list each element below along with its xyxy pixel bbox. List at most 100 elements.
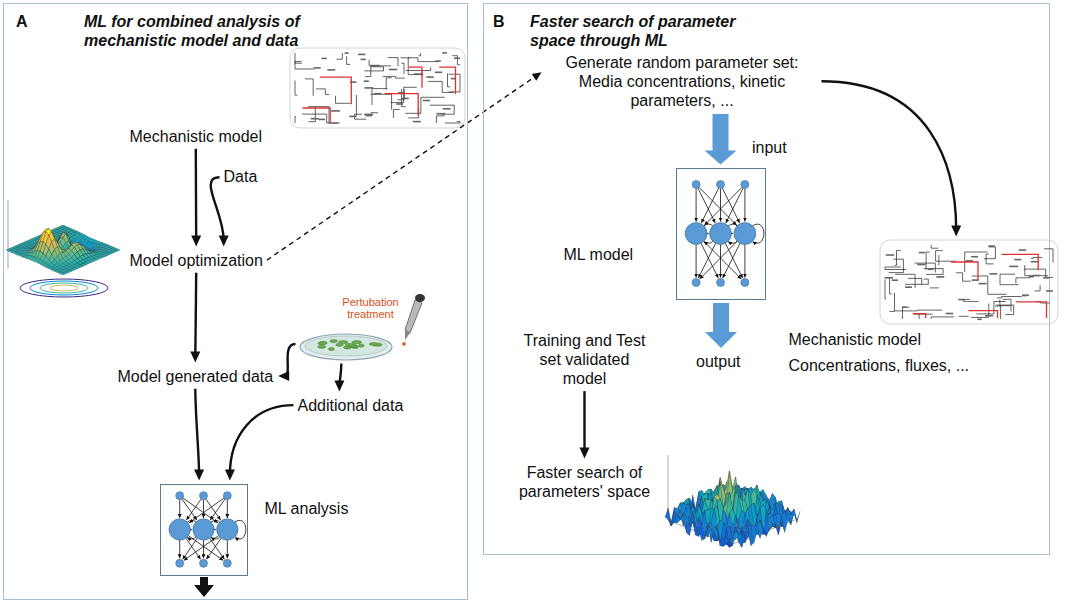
metabolite-mark bbox=[1028, 275, 1033, 277]
network-link bbox=[179, 540, 180, 558]
metabolite-mark bbox=[345, 52, 349, 54]
hidden-neuron bbox=[216, 518, 237, 539]
cell-colony bbox=[317, 345, 325, 348]
metabolite-mark bbox=[988, 245, 995, 247]
node-text: Pertubation treatment bbox=[338, 296, 404, 321]
network-link bbox=[206, 538, 221, 559]
input-neuron bbox=[716, 180, 724, 188]
pathway-line bbox=[905, 279, 928, 284]
metabolite-mark bbox=[454, 57, 460, 59]
pathway-line bbox=[971, 276, 1006, 294]
output-neuron bbox=[692, 278, 700, 286]
dropper-tube bbox=[405, 300, 422, 333]
connector bbox=[267, 72, 542, 260]
metabolite-mark bbox=[1022, 294, 1029, 296]
metabolite-mark bbox=[435, 60, 441, 62]
cell-colony bbox=[369, 342, 377, 345]
arrow-line bbox=[284, 344, 295, 376]
pathway-line bbox=[295, 117, 296, 123]
network-link bbox=[203, 540, 204, 558]
mechanistic-model-node: Mechanistic modelConcentrations, fluxes,… bbox=[785, 240, 1062, 385]
pathway-line bbox=[430, 105, 455, 114]
network-link bbox=[226, 540, 227, 558]
network-link bbox=[744, 244, 745, 277]
connector bbox=[822, 81, 962, 236]
pathway-line bbox=[914, 263, 935, 272]
highlighted-pathway bbox=[1001, 254, 1038, 270]
optimization-surface bbox=[6, 200, 120, 297]
cell-colony bbox=[358, 344, 364, 347]
arrowhead bbox=[194, 470, 204, 481]
metabolite-mark bbox=[451, 78, 455, 80]
input-neuron bbox=[692, 180, 700, 188]
process-label: Data bbox=[222, 166, 260, 187]
network-link bbox=[203, 499, 204, 517]
network-link bbox=[744, 188, 745, 221]
pathway-line bbox=[449, 74, 460, 92]
pathway-line bbox=[926, 252, 930, 269]
ml-network-box: ML analysis bbox=[160, 484, 248, 576]
metabolite-mark bbox=[989, 273, 997, 275]
network-link bbox=[185, 538, 200, 559]
connector bbox=[580, 391, 590, 458]
metabolite-mark bbox=[905, 286, 912, 288]
pathway-line bbox=[347, 56, 351, 64]
metabolite-mark bbox=[314, 67, 321, 69]
node-text: Mechanistic model bbox=[130, 127, 263, 146]
metabolite-mark bbox=[349, 116, 357, 118]
arrowhead bbox=[225, 470, 235, 481]
pathway-line bbox=[408, 108, 418, 118]
node-text: Faster search of parameters' space bbox=[517, 463, 653, 501]
pathway-line bbox=[1024, 265, 1047, 276]
metabolite-mark bbox=[927, 268, 933, 270]
pathway-line bbox=[956, 272, 971, 280]
network-link bbox=[697, 188, 714, 223]
arrow-label: output bbox=[696, 352, 740, 371]
panel: BFaster search of parameter space throug… bbox=[483, 3, 1050, 555]
pathway-line bbox=[369, 60, 380, 66]
input-neuron bbox=[223, 491, 231, 499]
arrow-line bbox=[822, 81, 957, 230]
highlighted-pathway bbox=[968, 310, 997, 317]
metabolite-mark bbox=[401, 98, 409, 100]
pathway-line bbox=[1000, 274, 1019, 285]
process-label: Generate random parameter set: Media con… bbox=[545, 52, 820, 112]
highlighted-pathway bbox=[1015, 301, 1046, 317]
connector bbox=[190, 273, 200, 363]
highlighted-pathway bbox=[409, 67, 423, 88]
node-text: Generate random parameter set: Media con… bbox=[547, 53, 818, 111]
metabolite-mark bbox=[364, 80, 369, 82]
arrowhead bbox=[334, 381, 344, 392]
pathway-line bbox=[445, 122, 460, 123]
cell-colony bbox=[351, 340, 361, 343]
metabolite-mark bbox=[884, 277, 893, 279]
network-frame bbox=[290, 48, 465, 128]
pathway-line bbox=[386, 78, 392, 90]
dropper-bulb bbox=[415, 294, 425, 302]
dish-rim bbox=[300, 334, 392, 360]
dashed-arrow-line bbox=[267, 76, 537, 260]
network-frame bbox=[880, 240, 1058, 324]
network-link bbox=[725, 188, 742, 223]
dish-medium bbox=[305, 336, 387, 356]
pathway-line bbox=[895, 274, 915, 288]
metabolite-mark bbox=[977, 318, 981, 320]
panel-heading: ML for combined analysis of mechanistic … bbox=[84, 12, 319, 50]
highlighted-pathway bbox=[912, 313, 925, 317]
metabolite-mark bbox=[945, 312, 952, 314]
surface-patch bbox=[729, 538, 735, 540]
ml-icon bbox=[161, 485, 249, 577]
highlighted-pathway bbox=[439, 67, 455, 94]
network-link bbox=[695, 188, 696, 221]
cell-colony bbox=[329, 339, 337, 342]
surface-patch bbox=[733, 527, 739, 546]
output-neuron bbox=[175, 559, 183, 567]
pathway-line bbox=[393, 110, 399, 118]
metabolite-mark bbox=[978, 282, 986, 284]
pathway-line bbox=[889, 277, 891, 293]
hidden-neuron bbox=[192, 518, 213, 539]
output-neuron bbox=[716, 278, 724, 286]
process-label: Additional data bbox=[296, 395, 406, 416]
